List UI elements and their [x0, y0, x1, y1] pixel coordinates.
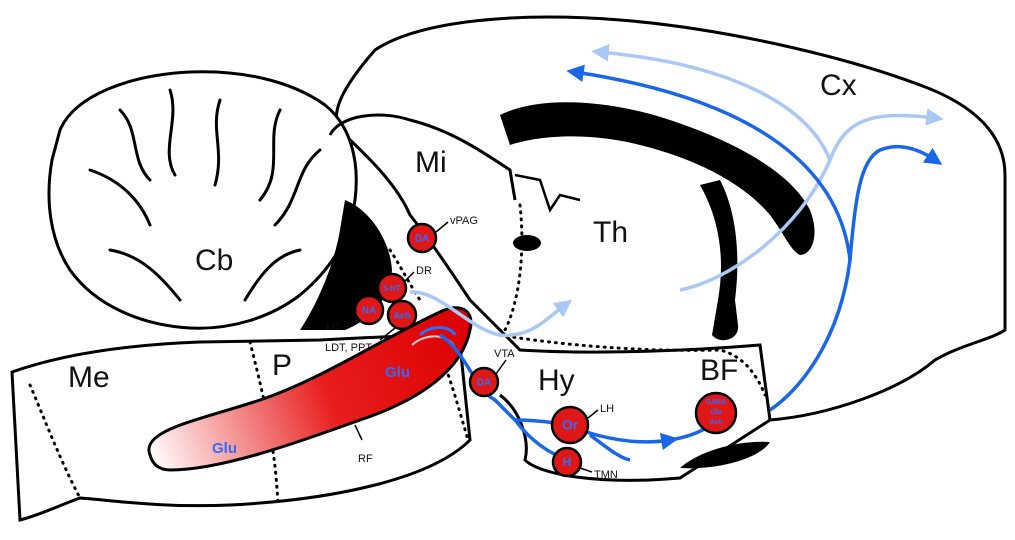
bf-line3: Ach	[709, 419, 722, 426]
region-label-me: Me	[68, 361, 110, 394]
nucleus-histamine[interactable]: H	[553, 448, 581, 476]
region-label-bf: BF	[700, 354, 738, 387]
nucleus-orexin-label: Or	[562, 417, 579, 433]
label-dr: DR	[416, 265, 432, 277]
label-lh: LH	[600, 403, 614, 415]
label-vpag: vPAG	[450, 215, 478, 227]
optic-chiasm	[680, 442, 770, 468]
bf-line2: Glu	[710, 409, 722, 416]
label-lc: LC	[326, 321, 340, 333]
nucleus-5ht[interactable]: 5-HT	[378, 274, 406, 302]
label-vta: VTA	[494, 348, 515, 360]
nucleus-da-vta[interactable]: DA	[470, 368, 498, 396]
nucleus-na-label: NA	[362, 306, 376, 317]
nucleus-ach[interactable]: Ach	[388, 301, 416, 329]
label-ldt-ppt: LDT, PPT	[325, 342, 372, 354]
bf-line1: GABA	[706, 399, 727, 406]
cerebellum-outline	[49, 72, 356, 328]
nucleus-da-vpag[interactable]: DA	[408, 224, 436, 252]
nucleus-orexin[interactable]: Or	[552, 407, 588, 443]
region-label-cx: Cx	[820, 69, 857, 102]
nucleus-histamine-label: H	[563, 455, 572, 469]
nucleus-5ht-label: 5-HT	[383, 284, 401, 293]
nucleus-na[interactable]: NA	[355, 296, 383, 324]
nucleus-ach-label: Ach	[393, 310, 410, 320]
region-label-th: Th	[593, 216, 628, 249]
glu-label-lower: Glu	[212, 440, 237, 457]
glu-label-upper: Glu	[385, 364, 410, 381]
nucleus-da-vpag-label: DA	[415, 234, 429, 245]
region-label-mi: Mi	[415, 146, 447, 179]
label-tmn: TMN	[594, 469, 618, 481]
nucleus-basal-forebrain[interactable]: GABA Glu Ach	[696, 393, 736, 433]
region-label-cb: Cb	[195, 244, 233, 277]
aqueduct	[513, 235, 541, 251]
label-rf: RF	[358, 453, 373, 465]
region-label-hy: Hy	[538, 364, 575, 397]
region-label-p: P	[272, 349, 292, 382]
nucleus-da-vta-label: DA	[477, 378, 491, 389]
